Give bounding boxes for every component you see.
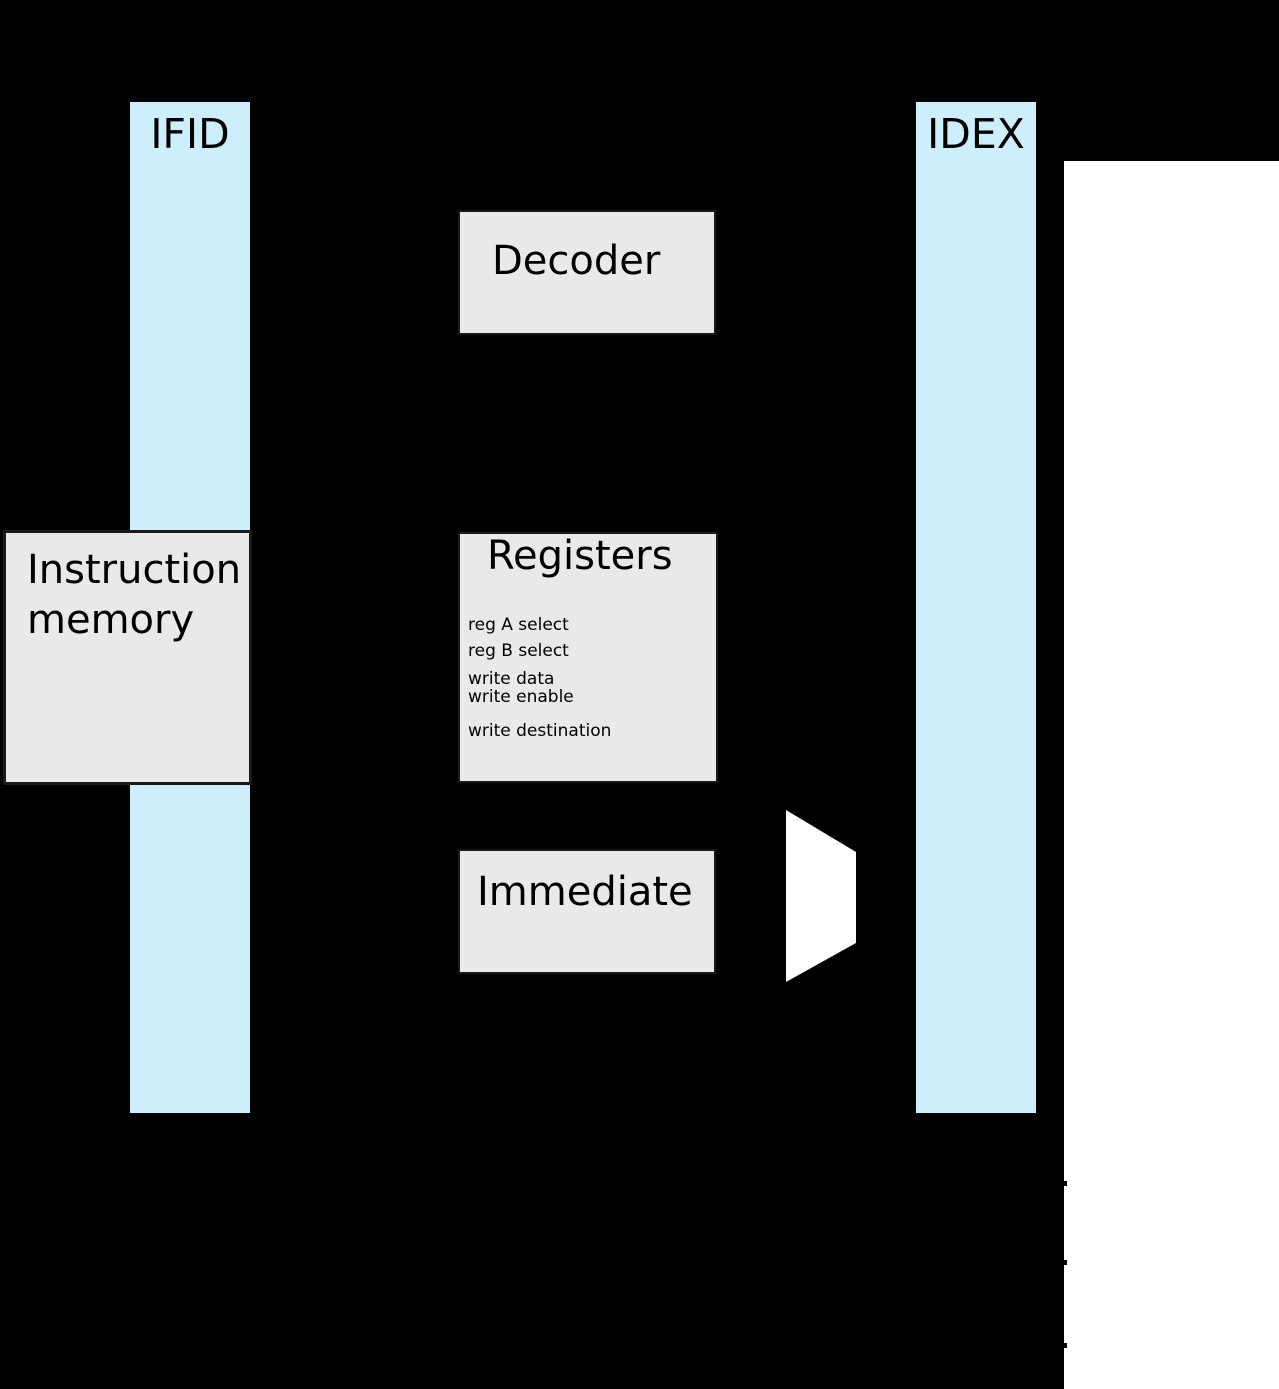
block-instruction-memory: Instruction memory <box>3 530 252 785</box>
block-immediate: Immediate <box>458 849 716 974</box>
wire-stub <box>1062 1260 1067 1265</box>
idex-label: IDEX <box>927 110 1025 158</box>
registers-port-write-destination: write destination <box>468 721 612 741</box>
registers-port-write-data: write data <box>468 669 555 689</box>
immediate-label: Immediate <box>477 869 693 915</box>
registers-port-reg-a-select: reg A select <box>468 615 569 635</box>
ifid-label: IFID <box>150 110 230 158</box>
block-decoder: Decoder <box>458 210 716 335</box>
wire-stub <box>1062 1181 1067 1186</box>
registers-port-reg-b-select: reg B select <box>468 641 569 661</box>
white-panel <box>1064 161 1279 1389</box>
block-registers: Registers reg A select reg B select writ… <box>458 532 718 783</box>
decoder-label: Decoder <box>492 238 661 284</box>
instruction-memory-label-line1: Instruction <box>27 547 242 593</box>
registers-port-write-enable: write enable <box>468 687 574 707</box>
instruction-memory-label-line2: memory <box>27 597 195 643</box>
mux-shape <box>786 810 856 982</box>
pipeline-register-idex: IDEX <box>914 100 1038 1115</box>
wire-stub <box>1062 1343 1067 1348</box>
registers-title: Registers <box>487 533 673 579</box>
